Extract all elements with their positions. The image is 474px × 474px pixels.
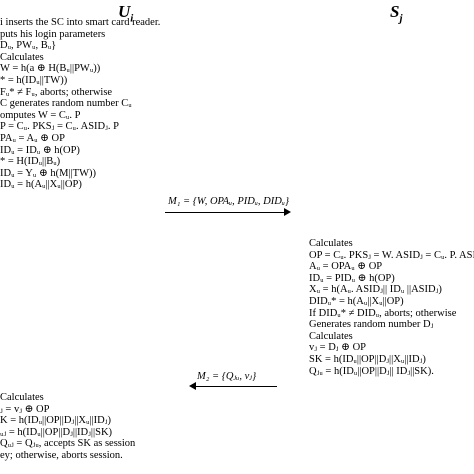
user-step-line: Calculates (0, 51, 44, 63)
user-step-line: C generates random number Cᵤ (0, 98, 132, 110)
user-session-line: Qᵤⱼ = Qⱼᵤ, accepts SK as session (0, 438, 136, 450)
user-step-line: i inserts the SC into smart card reader. (0, 17, 161, 28)
server-header: Sj (390, 2, 403, 28)
user-step-line: W = h(a ⊕ H(Bᵤ||PWᵤ)) (0, 63, 101, 75)
user-step-line: IDᵤ = IDᵤ ⊕ h(OP) (0, 144, 80, 156)
message-2-arrow (195, 386, 277, 387)
user-header: Ui (118, 2, 133, 28)
user-session-steps: Calculates ⱼ = vⱼ ⊕ OP K = h(IDᵤ||OP||Dⱼ… (0, 392, 135, 462)
server-step-line: IDᵤ = PIDᵤ ⊕ h(OP) (309, 272, 395, 284)
message-2-arrowhead (189, 382, 196, 390)
server-verification-steps: Calculates OP = Cᵤ. PKSⱼ = W. ASIDⱼ = Cᵤ… (309, 238, 474, 377)
server-step-line: Qⱼᵤ = h(IDᵤ||OP||Dⱼ|| IDⱼ||SK). (309, 365, 434, 377)
server-step-line: DIDᵤ* = h(Aᵤ||Xᵤ||OP) (309, 295, 404, 307)
server-step-line: SK = h(IDᵤ||OP||Dⱼ||Xᵤ||IDⱼ) (309, 353, 426, 365)
user-step-line: * = h(IDᵤ||TW)) (0, 74, 68, 86)
server-step-line: vⱼ = Dⱼ ⊕ OP (309, 342, 367, 354)
server-step-line: If DIDᵤ* ≠ DIDᵤ, aborts; otherwise (309, 307, 457, 319)
message-1-arrow (165, 212, 285, 213)
message-1-label: M₁ = {W, OPAᵤ, PIDᵤ, DIDᵤ} (168, 196, 290, 207)
user-step-line: Dᵤ, PWᵤ, Bᵤ} (0, 40, 57, 52)
server-step-line: Aᵤ = OPAᵤ ⊕ OP (309, 261, 383, 273)
message-2-label: M₂ = {Qⱼᵤ, vⱼ} (197, 371, 257, 382)
user-step-line: Fᵤ* ≠ Fᵤ, aborts; otherwise (0, 86, 113, 98)
user-header-label: U (118, 2, 131, 21)
server-header-label: S (390, 2, 400, 21)
user-step-line: P = Cᵤ. PKSⱼ = Cᵤ. ASIDⱼ. P (0, 121, 120, 133)
server-step-line: OP = Cᵤ. PKSⱼ = W. ASIDⱼ = Cᵤ. P. ASIDⱼ (309, 249, 474, 261)
server-header-subscript: j (399, 12, 403, 25)
message-1-arrowhead (284, 208, 291, 216)
server-step-line: Calculates (309, 330, 353, 342)
user-session-line: ᵤⱼ = h(IDᵤ||OP||Dⱼ||IDⱼ||SK) (0, 426, 113, 438)
user-step-line: IDᵤ = h(Aᵤ||Xᵤ||OP) (0, 179, 82, 191)
user-login-steps: i inserts the SC into smart card reader.… (0, 17, 160, 191)
user-session-line: Calculates (0, 392, 44, 403)
user-step-line: IDᵤ = Yᵤ ⊕ h(M||TW)) (0, 167, 96, 179)
server-step-line: Xᵤ = h(Aᵤ. ASIDⱼ|| IDᵤ ||ASIDⱼ) (309, 284, 442, 296)
user-step-line: PAᵤ = Aᵤ ⊕ OP (0, 132, 65, 144)
user-step-line: * = H(IDᵤ||Bᵤ) (0, 156, 61, 168)
user-header-subscript: i (130, 12, 134, 25)
user-step-line: omputes W = Cᵤ. P (0, 109, 81, 121)
server-step-line: Calculates (309, 238, 353, 249)
server-step-line: Generates random number Dⱼ (309, 319, 434, 331)
user-session-line: ⱼ = vⱼ ⊕ OP (0, 403, 50, 415)
user-session-line: ey; otherwise, aborts session. (0, 449, 123, 461)
user-session-line: K = h(IDᵤ||OP||Dⱼ||Xᵤ||IDⱼ) (0, 415, 111, 427)
user-step-line: puts his login parameters (0, 28, 106, 40)
